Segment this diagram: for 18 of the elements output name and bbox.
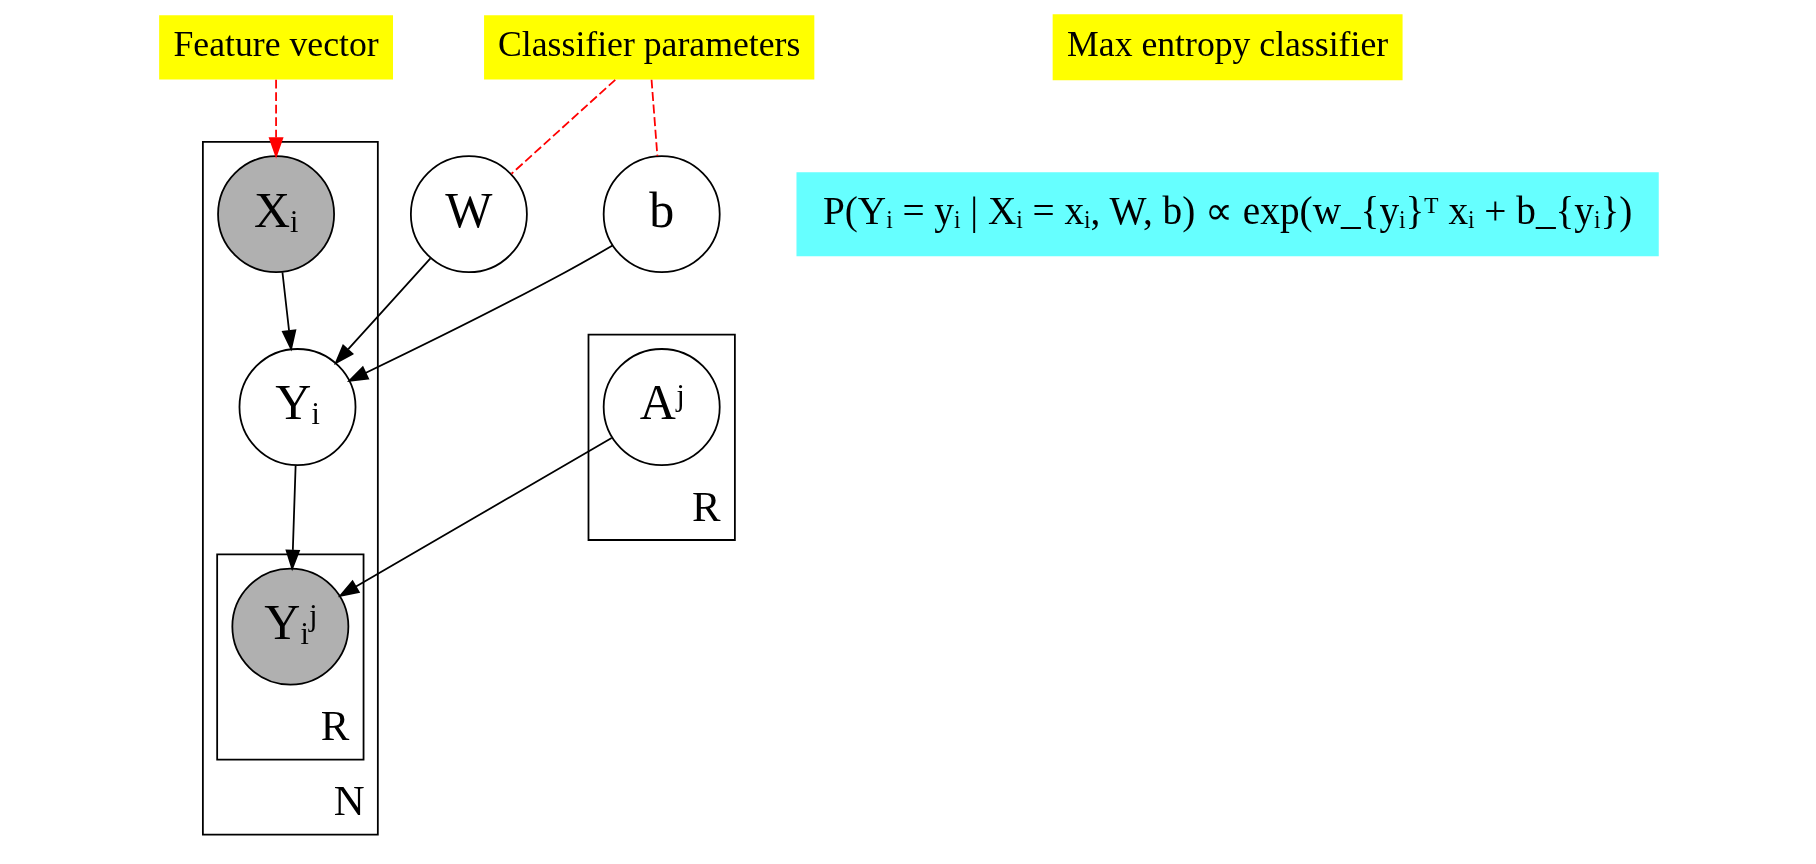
arrow [333,257,431,365]
node-box: Classifier parameters [483,15,814,80]
arrow [268,78,284,159]
node-box: Feature vector [158,15,393,80]
node-circle: Yᵢ [238,348,356,466]
node-box: P(Yᵢ = yᵢ | Xᵢ = xᵢ, W, b) ∝ exp(w_{yᵢ}ᵀ xᵢ + b_{yᵢ}) [795,172,1659,257]
node-circle: Xᵢ [216,155,335,274]
connector [650,78,658,157]
arrow [284,464,300,572]
arrow [337,437,612,598]
arrow [346,244,613,382]
node-circle: Aʲ [602,348,721,466]
arrow [281,271,296,352]
node-circle: b [602,155,721,274]
node-box: Max entropy classifier [1052,14,1403,81]
node-circle: W [409,155,528,274]
node-circle: Yᵢʲ [230,567,349,686]
connector [510,78,616,175]
